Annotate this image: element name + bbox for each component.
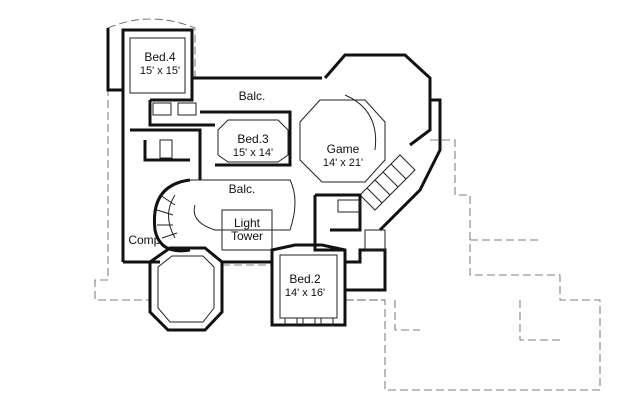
room-label-game: Game [327,142,360,156]
room-size-bed3: 15' x 14' [233,147,273,159]
room-size-bed2: 14' x 16' [285,287,325,299]
walls [106,28,442,332]
room-label-bed2: Bed.2 [289,272,321,286]
room-size-game: 14' x 21' [323,157,363,169]
label-light-tower-2: Tower [231,229,263,243]
label-light-tower-1: Light [234,216,261,230]
room-label-bed4: Bed.4 [144,50,176,64]
room-size-bed4: 15' x 15' [140,65,180,77]
label-balcony-mid: Balc. [229,182,256,196]
room-label-bed3: Bed.3 [237,132,269,146]
label-comp: Comp. [128,233,163,247]
label-balcony-top: Balc. [239,89,266,103]
roof-outline [94,18,601,391]
